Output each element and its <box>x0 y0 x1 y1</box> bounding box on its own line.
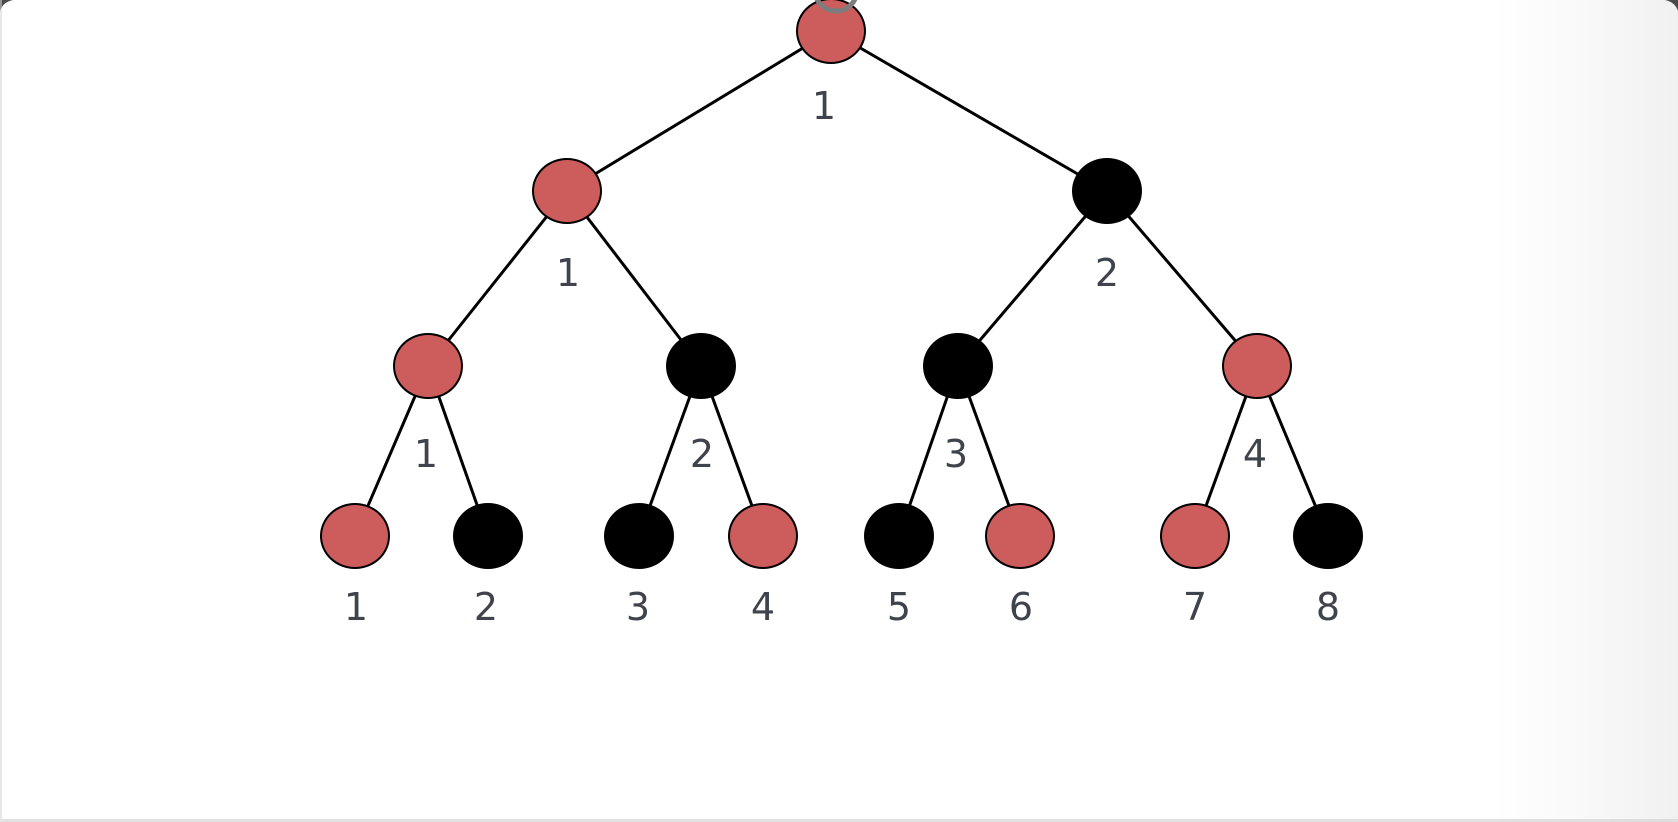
edge-label-2: 2 <box>689 432 715 476</box>
edge-label-2: 2 <box>1094 251 1120 295</box>
tree-node-leaf-8 <box>1293 503 1363 569</box>
tree-node-n-l <box>532 158 602 224</box>
leaf-label-2: 2 <box>473 585 499 629</box>
edge-label-4: 4 <box>1242 432 1268 476</box>
leaf-label-1: 1 <box>343 585 369 629</box>
leaf-label-5: 5 <box>886 585 912 629</box>
tree-node-leaf-2 <box>453 503 523 569</box>
tree-node-leaf-6 <box>985 503 1055 569</box>
leaf-label-3: 3 <box>625 585 651 629</box>
tree-node-leaf-7 <box>1160 503 1230 569</box>
tree-node-leaf-3 <box>604 503 674 569</box>
tree-node-leaf-5 <box>864 503 934 569</box>
tree-node-leaf-1 <box>320 503 390 569</box>
leaf-label-6: 6 <box>1008 585 1034 629</box>
edge-label-1: 1 <box>555 251 581 295</box>
leaf-label-4: 4 <box>750 585 776 629</box>
tree-node-n-rr <box>1222 333 1292 399</box>
edge-label-3: 3 <box>943 432 969 476</box>
tree-node-n-r <box>1072 158 1142 224</box>
tree-node-n-lr <box>666 333 736 399</box>
tree-node-n-ll <box>393 333 463 399</box>
edge-label-1: 1 <box>811 84 837 128</box>
leaf-label-7: 7 <box>1182 585 1208 629</box>
tree-node-leaf-4 <box>728 503 798 569</box>
leaf-label-8: 8 <box>1315 585 1341 629</box>
tree-node-n-rl <box>923 333 993 399</box>
edge-label-1: 1 <box>413 432 439 476</box>
